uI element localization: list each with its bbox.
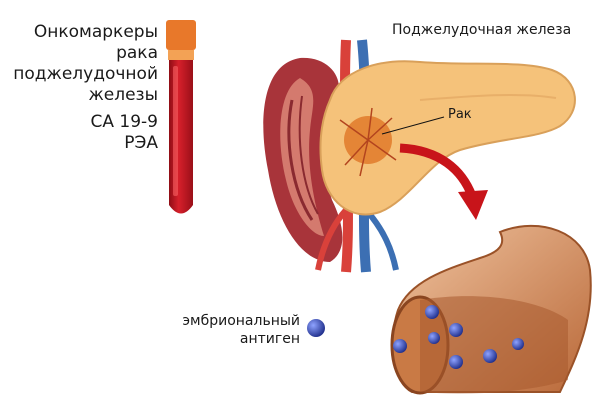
test-tube [166, 20, 196, 214]
antigen-dot [393, 339, 407, 353]
tube-band [168, 50, 194, 60]
markers-block: CA 19-9 РЭА [8, 112, 159, 154]
vessel-antigen-dots [393, 305, 524, 369]
pancreas [319, 60, 576, 216]
title-block: Онкомаркеры рака поджелудочной железы [8, 22, 158, 106]
antigen-dot [425, 305, 439, 319]
legend-antigen-dot [307, 319, 325, 337]
antigen-dot [449, 355, 463, 369]
vessel-cross-section [390, 224, 592, 395]
kidney [263, 57, 343, 263]
antigen-dot [512, 338, 524, 350]
marker-ca19-9: CA 19-9 [90, 112, 159, 132]
antigen-dot [428, 332, 440, 344]
antigen-label: эмбриональный антиген [140, 312, 300, 348]
title-line: поджелудочной [13, 64, 158, 84]
tumor-veins [339, 107, 397, 177]
red-arrow [399, 143, 488, 220]
title-line: рака [116, 43, 158, 63]
cancer-label: Рак [448, 107, 472, 122]
antigen-dot [449, 323, 463, 337]
tube-cap [166, 20, 196, 50]
marker-rea: РЭА [124, 133, 158, 153]
title-line: железы [88, 85, 158, 105]
title-line: Онкомаркеры [33, 22, 158, 42]
cancer-pointer [381, 116, 445, 135]
antigen-dot [483, 349, 497, 363]
antigen-label-line: антиген [239, 331, 300, 347]
organ-label: Поджелудочная железа [392, 22, 572, 38]
antigen-label-line: эмбриональный [182, 313, 300, 329]
tube-body [169, 60, 193, 214]
